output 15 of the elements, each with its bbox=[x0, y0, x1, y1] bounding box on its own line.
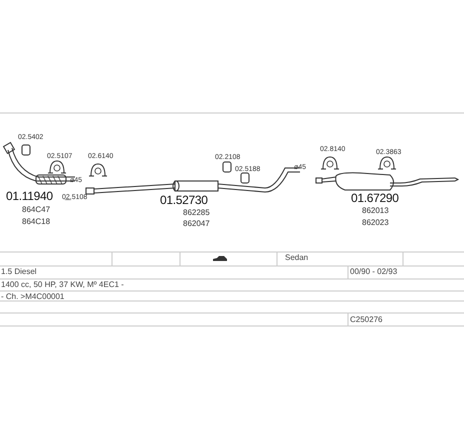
part-number: 01.11940 bbox=[6, 190, 53, 203]
table-text: 1400 cc, 50 HP, 37 KW, Mº 4EC1 - bbox=[1, 280, 124, 290]
part-label: 862285 bbox=[183, 208, 210, 218]
table-text: 00/90 - 02/93 bbox=[350, 267, 398, 277]
part-label: 864C18 bbox=[22, 217, 50, 227]
part-number: 01.52730 bbox=[160, 194, 208, 207]
part-number: 01.67290 bbox=[351, 192, 399, 205]
table-text: Sedan bbox=[285, 253, 308, 263]
table-text: - Ch. >M4C00001 bbox=[1, 292, 64, 302]
part-label: 862013 bbox=[362, 206, 389, 216]
part-label: 862023 bbox=[362, 218, 389, 228]
part-label: 864C47 bbox=[22, 205, 50, 215]
table-text: C250276 bbox=[350, 315, 382, 325]
table-text: 1.5 Diesel bbox=[1, 267, 37, 277]
part-label: 862047 bbox=[183, 219, 210, 229]
